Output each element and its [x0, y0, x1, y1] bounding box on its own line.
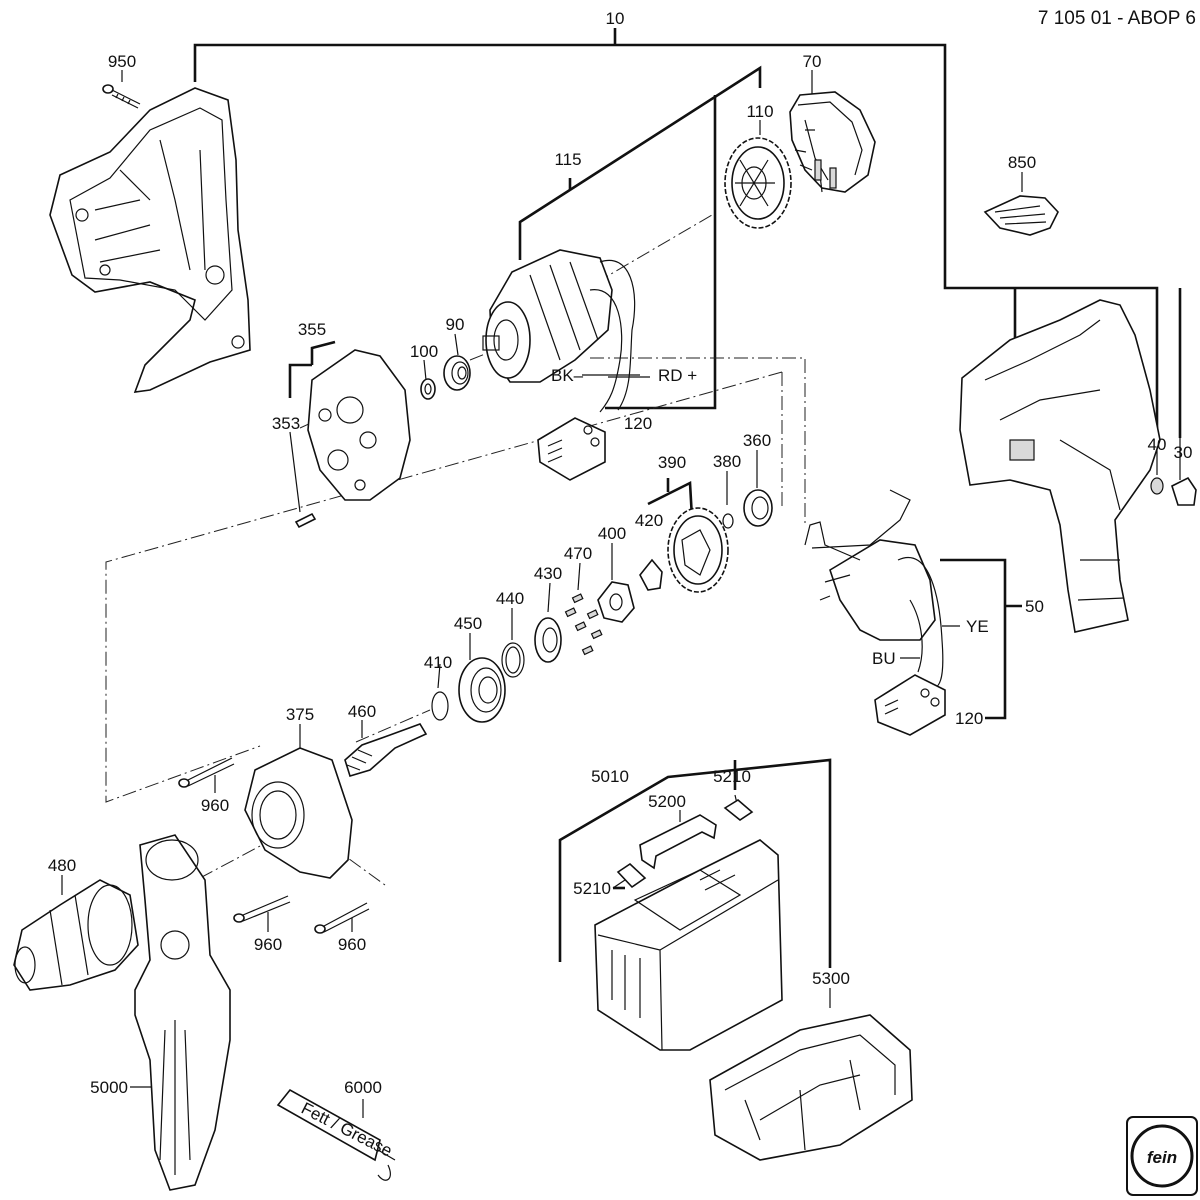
- case-handle-5200: [639, 814, 717, 870]
- label-5210-left: 5210: [573, 879, 611, 898]
- gear-390: [667, 507, 729, 593]
- circlip-380: [722, 513, 734, 529]
- label-5010: 5010: [591, 767, 629, 786]
- bearing-360: [743, 489, 773, 527]
- side-handle-5000: [134, 834, 231, 1191]
- label-5000: 5000: [90, 1078, 128, 1097]
- ring-410: [431, 691, 449, 721]
- label-450: 450: [454, 614, 482, 633]
- grease-tube-6000: Fett / Grease: [276, 1088, 396, 1181]
- label-50: 50: [1025, 597, 1044, 616]
- label-10: 10: [606, 9, 625, 28]
- label-460: 460: [348, 702, 376, 721]
- bearing-450: [458, 657, 506, 723]
- label-960-c: 960: [338, 935, 366, 954]
- label-30: 30: [1174, 443, 1193, 462]
- connector-120-switch: [874, 674, 946, 736]
- label-bk: BK–: [551, 366, 584, 385]
- label-390: 390: [658, 453, 686, 472]
- label-5300: 5300: [812, 969, 850, 988]
- label-850: 850: [1008, 153, 1036, 172]
- ring-housing-70: [789, 91, 876, 193]
- screw-960-a: [178, 757, 235, 788]
- screw-950: [102, 84, 141, 109]
- fein-logo: fein: [1126, 1116, 1198, 1196]
- gearbox-flange-355: [307, 349, 411, 501]
- switch-assembly-50: [804, 489, 944, 691]
- gear-110: [724, 137, 792, 229]
- motor-115: [482, 249, 636, 413]
- pin-353: [294, 512, 317, 529]
- label-rd: RD +: [658, 366, 697, 385]
- assembly-brackets: [193, 28, 1182, 968]
- label-440: 440: [496, 589, 524, 608]
- label-380: 380: [713, 452, 741, 471]
- latch-5210-left: [616, 862, 647, 889]
- label-bu: BU: [872, 649, 896, 668]
- label-430: 430: [534, 564, 562, 583]
- spring-40: [1150, 477, 1164, 495]
- label-400: 400: [598, 524, 626, 543]
- snap-ring-440: [501, 642, 525, 678]
- label-100: 100: [410, 342, 438, 361]
- plate-420: [639, 558, 663, 591]
- label-950: 950: [108, 52, 136, 71]
- grip-pad-850: [983, 195, 1059, 236]
- connector-120-motor: [537, 417, 606, 481]
- label-420: 420: [635, 511, 663, 530]
- label-355: 355: [298, 320, 326, 339]
- label-410: 410: [424, 653, 452, 672]
- label-6000: 6000: [344, 1078, 382, 1097]
- label-120-motor: 120: [624, 414, 652, 433]
- gear-housing-375: [244, 747, 353, 879]
- clutch-disc-430: [534, 617, 562, 663]
- screw-960-c: [314, 902, 370, 934]
- label-110: 110: [746, 102, 773, 121]
- label-375: 375: [286, 705, 314, 724]
- label-353: 353: [272, 414, 300, 433]
- label-40: 40: [1148, 435, 1167, 454]
- carrier-400: [597, 581, 635, 623]
- label-960-a: 960: [201, 796, 229, 815]
- latch-5210-top: [723, 799, 754, 821]
- document-code: 7 105 01 - ABOP 6: [1038, 8, 1196, 29]
- label-470: 470: [564, 544, 592, 563]
- part-labels: 10 950 70 110 115 850 355 90 100 353 BK–…: [48, 9, 1193, 1097]
- label-960-b: 960: [254, 935, 282, 954]
- label-120-switch: 120: [955, 709, 983, 728]
- label-480: 480: [48, 856, 76, 875]
- washer-100: [420, 378, 436, 400]
- label-5200: 5200: [648, 792, 686, 811]
- button-30: [1171, 476, 1197, 506]
- bearing-90: [443, 355, 471, 391]
- label-115: 115: [554, 150, 581, 169]
- label-70: 70: [803, 52, 822, 71]
- label-360: 360: [743, 431, 771, 450]
- rollers-470: [564, 593, 603, 656]
- carry-case-5010: [594, 839, 783, 1051]
- housing-shell-left: [49, 87, 251, 393]
- insert-tray-5300: [709, 1014, 913, 1161]
- label-5210-top: 5210: [713, 767, 751, 786]
- fein-logo-text: fein: [1147, 1148, 1177, 1167]
- chuck-480: [13, 879, 139, 991]
- housing-shell-right: [959, 299, 1161, 633]
- spindle-460: [344, 723, 428, 777]
- label-ye: YE: [966, 617, 989, 636]
- label-90: 90: [446, 315, 465, 334]
- screw-960-b: [233, 895, 291, 923]
